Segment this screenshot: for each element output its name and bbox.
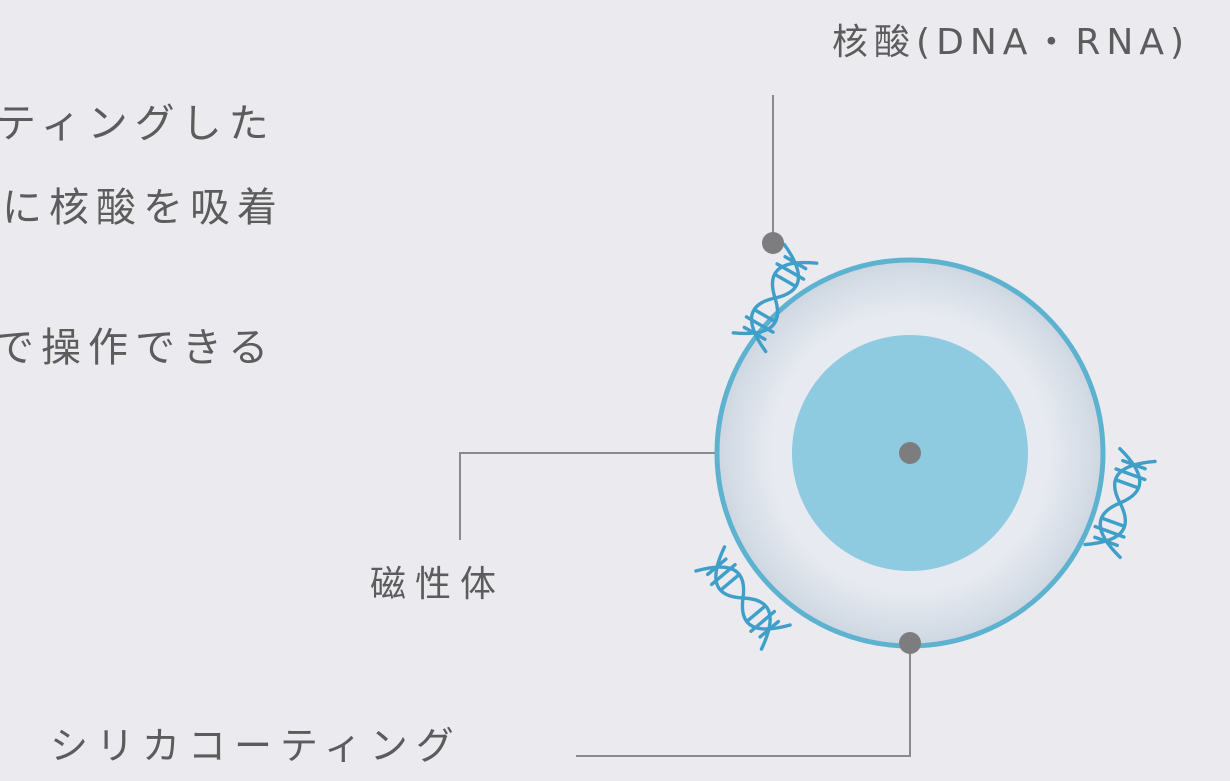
dna-strands bbox=[694, 242, 1157, 651]
marker-dots bbox=[762, 232, 921, 654]
nucleic-acid-marker-dot bbox=[762, 232, 784, 254]
dna-strand-right bbox=[1083, 446, 1157, 560]
description-line-1: ティングした bbox=[0, 101, 276, 147]
dna-strand-top bbox=[731, 242, 819, 354]
nucleic-acid-label: 核酸(DNA・RNA) bbox=[832, 22, 1190, 63]
magnetic-body-label: 磁性体 bbox=[370, 564, 506, 605]
description-line-3: で操作できる bbox=[0, 325, 276, 371]
dna-strand-bottom-left bbox=[694, 545, 792, 651]
magnetic-body-marker-dot bbox=[899, 442, 921, 464]
silica-coating-label: シリカコーティング bbox=[50, 724, 462, 768]
silica-coating-marker-dot bbox=[899, 632, 921, 654]
description-line-2: に核酸を吸着 bbox=[2, 185, 284, 231]
silica-coating-leader-line bbox=[576, 643, 911, 757]
